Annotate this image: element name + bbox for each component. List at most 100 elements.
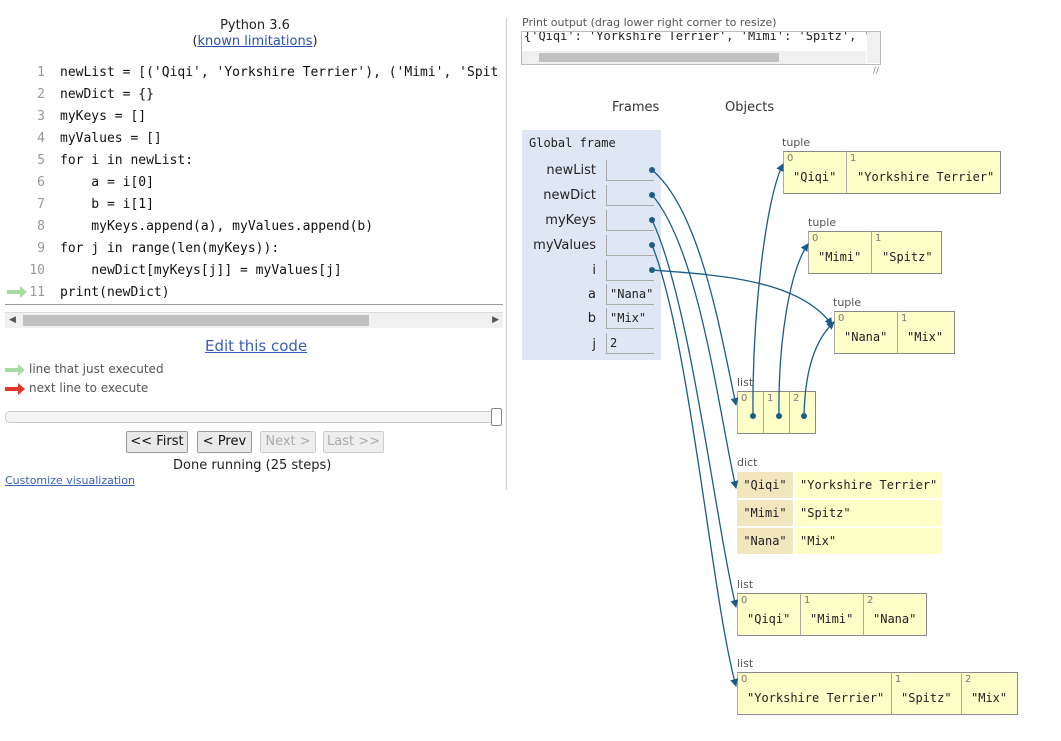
var-name-myvalues: myValues — [533, 238, 596, 253]
limitations-line: (known limitations) — [0, 34, 510, 49]
first-button[interactable]: << First — [126, 431, 188, 453]
tuple-label: tuple — [808, 216, 837, 229]
line-number: 1 — [37, 65, 45, 80]
customize-visualization-link[interactable]: Customize visualization — [5, 474, 135, 487]
cell-index: 0 — [741, 595, 748, 606]
cell-value: "Nana" — [844, 330, 888, 344]
cell-value: "Mix" — [971, 691, 1008, 705]
cell-value: "Mimi" — [818, 250, 862, 264]
code-text: for j in range(len(myKeys)): — [60, 241, 280, 256]
objects-header: Objects — [725, 100, 775, 115]
code-text: myKeys = [] — [60, 109, 147, 124]
code-line-7: 7 b = i[1] — [5, 194, 503, 216]
code-line-6: 6 a = i[0] — [5, 172, 503, 194]
line-number: 5 — [37, 153, 45, 168]
tuple-cell: 0 "Qiqi" — [783, 151, 847, 194]
dict-value: "Yorkshire Terrier" — [795, 472, 942, 498]
line-number: 4 — [37, 131, 45, 146]
print-vertical-scrollbar[interactable] — [867, 32, 880, 63]
print-horizontal-scrollbar[interactable] — [522, 51, 866, 64]
legend-executed-label: line that just executed — [29, 362, 164, 376]
red-arrow-icon — [5, 382, 25, 395]
dict-key: "Qiqi" — [737, 472, 793, 498]
step-slider[interactable] — [5, 408, 502, 426]
line-number: 8 — [37, 219, 45, 234]
arrow-list0 — [752, 163, 784, 417]
scroll-thumb[interactable] — [23, 315, 369, 326]
code-text: newDict[myKeys[j]] = myValues[j] — [60, 263, 342, 278]
frames-header: Frames — [612, 100, 660, 115]
pointer-dot — [649, 192, 655, 198]
list-cell: 2"Mix" — [961, 672, 1018, 715]
list-label: list — [737, 657, 754, 670]
cell-value: "Nana" — [873, 612, 917, 626]
pointer-dot — [750, 413, 756, 419]
cell-index: 1 — [767, 393, 774, 404]
list-label: list — [737, 578, 754, 591]
code-separator — [5, 304, 503, 305]
cell-value: "Qiqi" — [793, 170, 837, 184]
var-name-newdict: newDict — [543, 188, 596, 203]
cell-index: 0 — [741, 674, 748, 685]
green-arrow-icon — [5, 363, 25, 376]
print-scroll-thumb[interactable] — [539, 53, 779, 62]
tuple-label: tuple — [782, 136, 811, 149]
arrow-mykeys — [651, 219, 739, 608]
tuple-cell: 1"Spitz" — [871, 231, 942, 274]
code-line-3: 3 myKeys = [] — [5, 106, 503, 128]
list-cell: 1"Spitz" — [891, 672, 962, 715]
legend-next: next line to execute — [5, 381, 148, 395]
dict-key: "Nana" — [737, 528, 793, 554]
var-box-b: "Mix" — [606, 308, 654, 329]
run-status: Done running (25 steps) — [173, 458, 332, 473]
var-box-newlist — [606, 160, 654, 181]
var-box-a: "Nana" — [606, 284, 654, 305]
line-number: 9 — [37, 241, 45, 256]
language-title: Python 3.6 — [220, 18, 290, 33]
slider-handle[interactable] — [491, 408, 502, 426]
list-cell: 0"Qiqi" — [737, 593, 801, 636]
cell-index: 1 — [804, 595, 811, 606]
line-number: 3 — [37, 109, 45, 124]
code-text: for i in newList: — [60, 153, 194, 168]
code-text: newDict = {} — [60, 87, 154, 102]
scroll-right-icon[interactable]: ▶ — [492, 315, 499, 325]
list-cell: 0"Yorkshire Terrier" — [737, 672, 892, 715]
arrow-i — [651, 269, 833, 326]
cell-index: 1 — [875, 233, 882, 244]
prev-button[interactable]: < Prev — [197, 431, 252, 453]
arrow-newdict — [651, 194, 739, 489]
tuple-cell: 0"Mimi" — [808, 231, 872, 274]
print-output-box[interactable]: {'Qiqi': 'Yorkshire Terrier', 'Mimi': 'S… — [521, 31, 881, 65]
last-button[interactable]: Last >> — [323, 431, 384, 453]
code-horizontal-scrollbar[interactable]: ◀ ▶ — [5, 312, 503, 328]
var-name-mykeys: myKeys — [545, 213, 596, 228]
var-box-i — [606, 260, 654, 281]
cell-index: 1 — [850, 153, 857, 164]
resize-grip-icon[interactable]: ∕∕ — [873, 66, 880, 76]
code-line-9: 9 for j in range(len(myKeys)): — [5, 238, 503, 260]
paren-open: ( — [192, 34, 198, 49]
cell-index: 0 — [787, 153, 794, 164]
legend-next-label: next line to execute — [29, 381, 149, 395]
code-text: b = i[1] — [60, 197, 154, 212]
var-name-i: i — [592, 263, 596, 278]
edit-code-link[interactable]: Edit this code — [205, 337, 308, 355]
scroll-left-icon[interactable]: ◀ — [9, 315, 16, 325]
paren-close: ) — [312, 34, 318, 49]
executed-arrow-icon — [7, 286, 27, 298]
dict-value: "Mix" — [795, 528, 942, 554]
dict-value: "Spitz" — [795, 500, 942, 526]
cell-value: "Mimi" — [810, 612, 854, 626]
var-box-myvalues — [606, 235, 654, 256]
known-limitations-link[interactable]: known limitations — [197, 34, 313, 49]
global-frame — [522, 130, 661, 360]
next-button[interactable]: Next > — [260, 431, 316, 453]
var-box-j: 2 — [606, 333, 654, 354]
global-frame-title: Global frame — [529, 136, 616, 150]
pointer-dot — [801, 413, 807, 419]
